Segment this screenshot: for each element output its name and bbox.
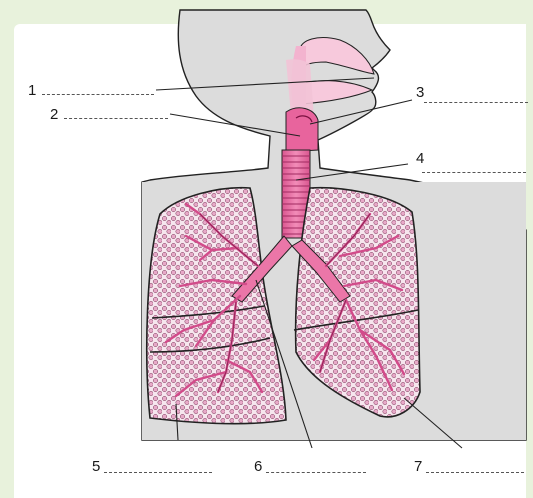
label-number-1: 1 [28,82,36,99]
label-number-4: 4 [416,150,424,167]
label-number-2: 2 [50,106,58,123]
answer-blank-4[interactable] [422,172,526,173]
label-number-6: 6 [254,458,262,475]
answer-blank-1[interactable] [42,94,154,95]
label-number-3: 3 [416,84,424,101]
answer-blank-6[interactable] [266,472,366,473]
answer-blank-7[interactable] [426,472,524,473]
larynx [286,108,318,152]
answer-blank-3[interactable] [424,102,528,103]
label-number-5: 5 [92,458,100,475]
label-number-7: 7 [414,458,422,475]
answer-blank-5[interactable] [104,472,212,473]
answer-blank-2[interactable] [64,118,168,119]
